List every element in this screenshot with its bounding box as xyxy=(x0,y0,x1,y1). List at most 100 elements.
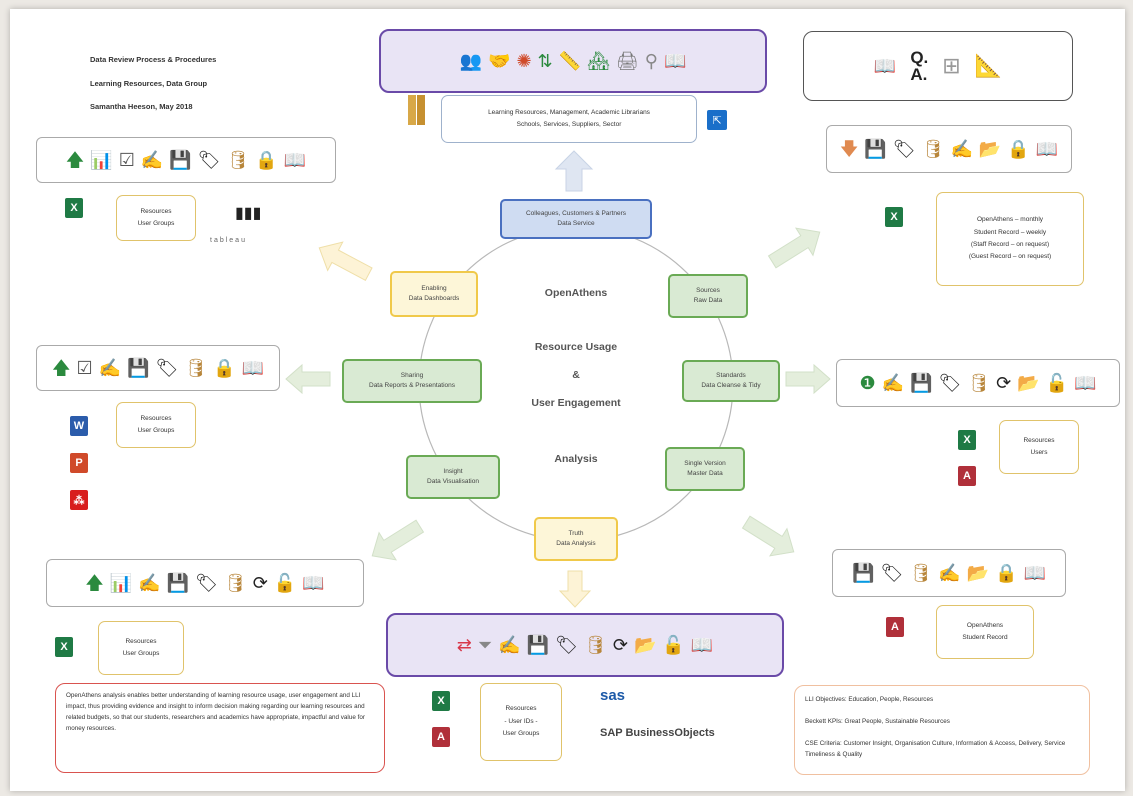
folder-icon: 📂 xyxy=(966,563,990,583)
header-title: Data Review Process & Procedures xyxy=(90,55,217,64)
center-analysis: Analysis xyxy=(554,453,598,465)
refresh-icon: ⟳ xyxy=(252,573,268,593)
signature-icon: ✍ xyxy=(938,563,961,583)
user-groups-label: User Groups xyxy=(137,220,175,227)
resources-label: Resources xyxy=(125,637,157,645)
tag-icon: 🏷 xyxy=(197,150,221,170)
a-label: A. xyxy=(910,65,928,84)
node-insight-visualisation[interactable]: Insight Data Visualisation xyxy=(406,455,500,499)
arrow-to-sources-bar xyxy=(767,227,821,269)
insight-resources-box: Resources User Groups xyxy=(98,621,184,675)
database-icon: 🛢 xyxy=(223,573,247,593)
printer-icon: 🖨 xyxy=(615,51,639,71)
stakeholders-line1: Learning Resources, Management, Academic… xyxy=(488,108,650,116)
flowchart-icon: ⊞ xyxy=(942,53,961,78)
node-label-1: Insight xyxy=(443,467,463,475)
unlock-icon: 🔓 xyxy=(662,635,685,655)
refresh-icon: ⟳ xyxy=(612,635,628,655)
node-sharing-reports[interactable]: Sharing Data Reports & Presentations xyxy=(342,359,482,403)
arrow-to-standards-bar xyxy=(785,363,831,395)
user-groups-label: User Groups xyxy=(502,730,540,738)
merge-icon: ⇄ xyxy=(456,635,472,655)
magnifier-icon: ⚲ xyxy=(644,51,658,71)
save-icon: 💾 xyxy=(910,373,933,393)
unlock-icon: 🔓 xyxy=(273,573,297,593)
book-icon: 📖 xyxy=(663,51,687,71)
openathens-schedule-box: OpenAthens – monthly Student Record – we… xyxy=(936,192,1084,286)
tableau-logo: tableau xyxy=(210,237,247,244)
arrow-down-to-analysis-bar xyxy=(558,570,592,608)
save-icon: 💾 xyxy=(127,358,150,378)
tag-icon: 🏷 xyxy=(195,573,218,593)
excel-icon: X xyxy=(432,691,450,711)
enabling-icon-bar: 🡅 📊 ☑ ✍ 💾 🏷 🛢 🔒 📖 xyxy=(36,137,336,183)
book-icon: 📖 xyxy=(873,56,897,76)
book-icon: 📖 xyxy=(1023,563,1046,583)
up-arrow-icon: 🡅 xyxy=(51,358,71,378)
node-label-1: Sources xyxy=(696,286,720,294)
sharing-resources-box: Resources User Groups xyxy=(116,402,196,448)
ruler-icon: 📏 xyxy=(558,51,582,71)
down-arrow-icon: 🡇 xyxy=(839,139,859,159)
analysis-description-box: OpenAthens analysis enables better under… xyxy=(55,683,385,773)
center-user-engagement: User Engagement xyxy=(531,397,621,409)
arrow-to-enabling-bar xyxy=(318,241,373,282)
save-icon: 💾 xyxy=(864,139,887,159)
book-icon: 📖 xyxy=(690,635,714,655)
community-icon: 🏘 xyxy=(587,51,610,71)
resources-label: Resources xyxy=(140,207,172,215)
analysis-icon-bar: ⇄ ⏷ ✍ 💾 🏷 🛢 ⟳ 📂 🔓 📖 xyxy=(386,613,784,677)
book-icon: 📖 xyxy=(283,150,307,170)
stakeholders-box: Learning Resources, Management, Academic… xyxy=(441,95,697,143)
network-icon: ✺ xyxy=(516,51,532,71)
node-single-version[interactable]: Single Version Master Data xyxy=(665,447,745,491)
user-ids-label: - User IDs - xyxy=(504,717,538,725)
folders-icon xyxy=(408,95,430,127)
tag-icon: 🏷 xyxy=(880,563,904,583)
standards-resources-box: Resources Users xyxy=(999,420,1079,474)
filter-icon: ⏷ xyxy=(477,635,493,655)
arrow-to-master-data-bar xyxy=(741,515,795,557)
checklist-icon: ☑ xyxy=(118,150,135,170)
handshake-icon: 🤝 xyxy=(488,51,511,71)
save-icon: 💾 xyxy=(526,635,550,655)
node-label-2: Data Service xyxy=(557,220,595,227)
signature-icon: ✍ xyxy=(138,573,161,593)
arrow-up-to-stakeholders xyxy=(554,150,594,192)
book-icon: 📖 xyxy=(1074,373,1097,393)
top-icon-bar: 👥 🤝 ✺ ⇅ 📏 🏘 🖨 ⚲ 📖 xyxy=(379,29,767,93)
node-colleagues-data-service[interactable]: Colleagues, Customers & Partners Data Se… xyxy=(500,199,652,239)
node-label-2: Data Reports & Presentations xyxy=(369,382,455,389)
node-label-1: Sharing xyxy=(400,371,424,379)
insight-icon-bar: 🡅 📊 ✍ 💾 🏷 🛢 ⟳ 🔓 📖 xyxy=(46,559,364,607)
node-sources-raw-data[interactable]: Sources Raw Data xyxy=(668,274,748,318)
schedule-line4: (Guest Record – on request) xyxy=(968,253,1052,261)
master-data-icon-bar: 💾 🏷 🛢 ✍ 📂 🔒 📖 xyxy=(832,549,1066,597)
pdf-icon: ⁂ xyxy=(70,490,88,510)
node-truth-analysis[interactable]: Truth Data Analysis xyxy=(534,517,618,561)
excel-icon: X xyxy=(55,637,73,657)
schedule-line3: (Staff Record – on request) xyxy=(970,241,1050,248)
signature-icon: ✍ xyxy=(881,373,905,393)
user-groups-label: User Groups xyxy=(122,650,160,657)
up-arrow-icon: 🡅 xyxy=(85,573,104,593)
tape-measure-icon: 📐 xyxy=(974,53,1003,78)
enabling-resources-box: Resources User Groups xyxy=(116,195,196,241)
node-enabling-dashboards[interactable]: Enabling Data Dashboards xyxy=(390,271,478,317)
node-label-1: Single Version xyxy=(684,459,726,467)
lock-icon: 🔒 xyxy=(995,563,1018,583)
analysis-description-text: OpenAthens analysis enables better under… xyxy=(66,692,365,733)
database-icon: 🛢 xyxy=(226,150,250,170)
resources-label: Resources xyxy=(140,414,172,422)
access-icon: A xyxy=(886,617,904,637)
node-label-1: Colleagues, Customers & Partners xyxy=(525,209,627,217)
lock-icon: 🔒 xyxy=(213,358,236,378)
database-icon: 🛢 xyxy=(909,563,933,583)
center-openathens: OpenAthens xyxy=(544,287,608,299)
save-icon: 💾 xyxy=(852,563,875,583)
tag-icon: 🏷 xyxy=(892,139,916,159)
signature-icon: ✍ xyxy=(140,150,164,170)
node-standards-cleanse[interactable]: Standards Data Cleanse & Tidy xyxy=(682,360,780,402)
analysis-resources-box: Resources - User IDs - User Groups xyxy=(480,683,562,761)
openathens-label: OpenAthens xyxy=(966,621,1004,629)
